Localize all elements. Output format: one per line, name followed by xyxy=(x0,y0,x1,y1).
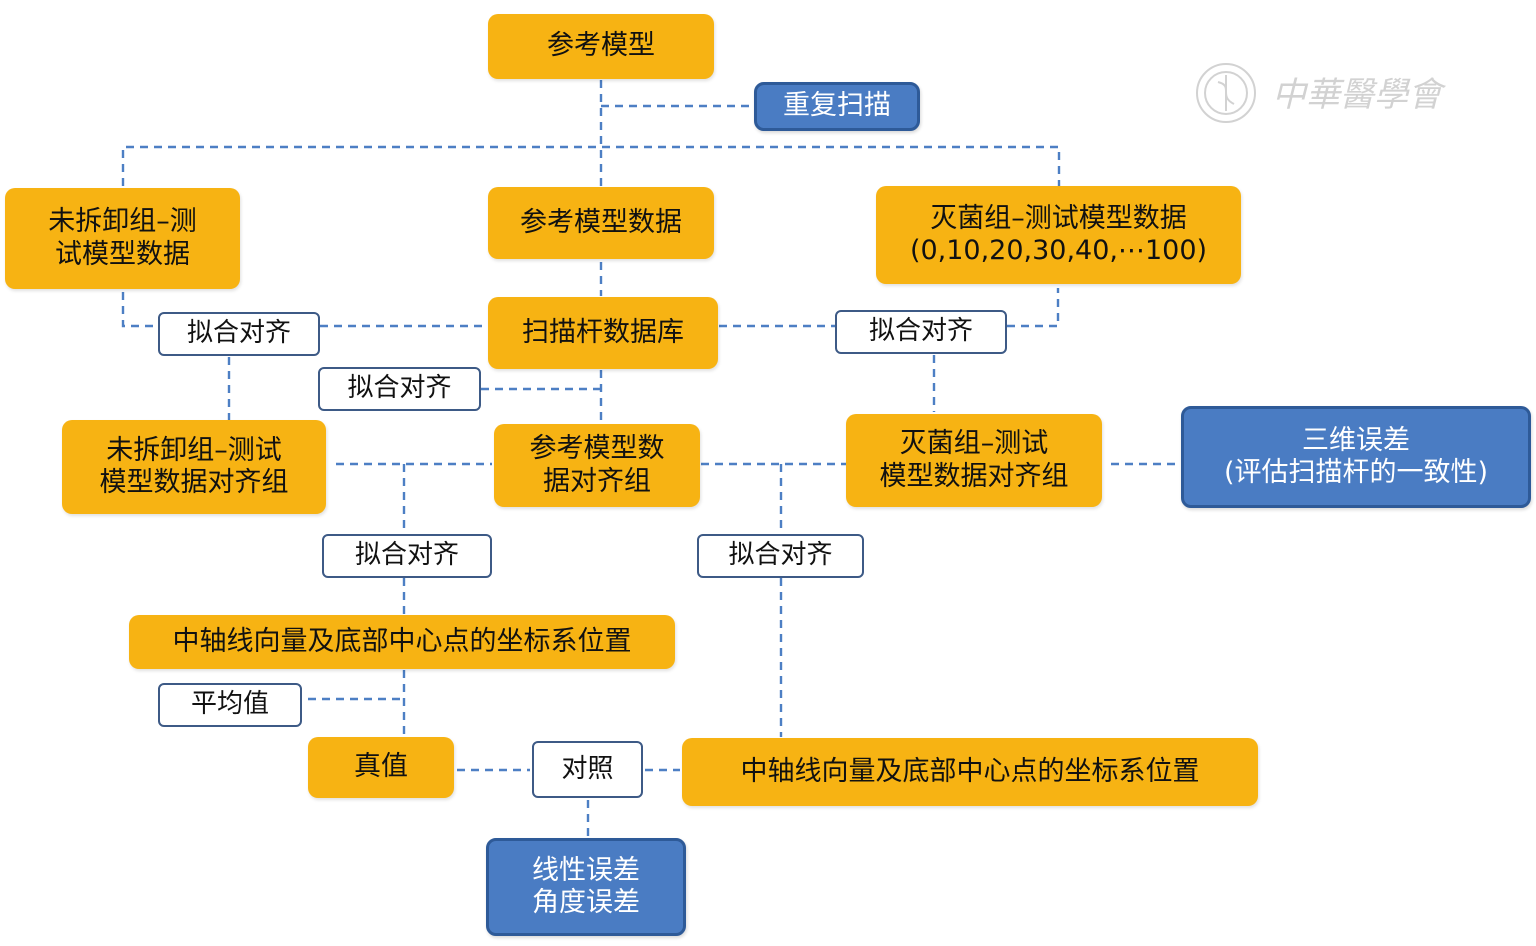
node-label: 拟合对齐 xyxy=(728,540,833,571)
node-label: 参考模型 xyxy=(547,30,655,62)
reference-model-node: 参考模型 xyxy=(488,14,714,79)
linear-angular-error-node: 线性误差 角度误差 xyxy=(486,838,686,936)
node-label-line-1: 未拆卸组–测 xyxy=(48,206,197,238)
fit-align-left-node: 拟合对齐 xyxy=(158,312,320,356)
fit-align-right-node: 拟合对齐 xyxy=(835,310,1007,354)
seal-logo-icon xyxy=(1196,63,1256,123)
node-label-line-2: (评估扫描杆的一致性) xyxy=(1223,457,1489,488)
sterilized-test-data-node: 灭菌组–测试模型数据 (0,10,20,30,40,⋯100) xyxy=(876,186,1241,284)
compare-node: 对照 xyxy=(532,741,643,798)
three-d-error-node: 三维误差 (评估扫描杆的一致性) xyxy=(1181,406,1531,508)
node-label-line-2: 角度误差 xyxy=(532,887,640,918)
node-label: 拟合对齐 xyxy=(868,316,973,347)
node-label: 扫描杆数据库 xyxy=(522,316,684,348)
watermark-logo: 中華醫學會 xyxy=(1196,63,1447,123)
node-label-line-1: 三维误差 xyxy=(1302,424,1410,456)
average-node: 平均值 xyxy=(158,683,302,727)
scan-body-library-node: 扫描杆数据库 xyxy=(488,297,718,369)
fit-align-lower-left-node: 拟合对齐 xyxy=(322,534,492,578)
reference-model-data-node: 参考模型数据 xyxy=(488,187,714,259)
true-value-node: 真值 xyxy=(308,737,454,798)
node-label: 重复扫描 xyxy=(783,90,891,122)
node-label-line-2: 模型数据对齐组 xyxy=(99,467,289,498)
node-label: 参考模型数据 xyxy=(520,206,682,238)
node-label: 真值 xyxy=(354,751,408,783)
node-label: 中轴线向量及底部中心点的坐标系位置 xyxy=(740,755,1200,787)
node-label-line-2: 模型数据对齐组 xyxy=(879,460,1069,492)
connector xyxy=(121,145,1061,186)
node-label: 拟合对齐 xyxy=(347,373,452,404)
untreated-test-data-node: 未拆卸组–测 试模型数据 xyxy=(5,188,240,289)
node-label: 平均值 xyxy=(190,689,269,720)
node-label-line-1: 灭菌组–测试模型数据 xyxy=(930,202,1187,234)
node-label-line-2: (0,10,20,30,40,⋯100) xyxy=(909,235,1208,266)
untreated-aligned-group-node: 未拆卸组–测试 模型数据对齐组 xyxy=(62,420,326,514)
fit-align-lower-right-node: 拟合对齐 xyxy=(697,534,864,578)
node-label-line-1: 线性误差 xyxy=(532,854,640,886)
sterilized-aligned-group-node: 灭菌组–测试 模型数据对齐组 xyxy=(846,414,1102,507)
connector xyxy=(1007,288,1060,328)
node-label-line-2: 试模型数据 xyxy=(55,238,190,270)
node-label: 对照 xyxy=(561,753,614,784)
reference-aligned-group-node: 参考模型数 据对齐组 xyxy=(494,424,700,507)
axis-position-left-node: 中轴线向量及底部中心点的坐标系位置 xyxy=(129,615,675,669)
connector xyxy=(121,292,158,328)
node-label: 中轴线向量及底部中心点的坐标系位置 xyxy=(172,625,632,657)
node-label-line-2: 据对齐组 xyxy=(543,465,651,497)
node-label-line-1: 参考模型数 xyxy=(529,433,665,465)
axis-position-right-node: 中轴线向量及底部中心点的坐标系位置 xyxy=(682,738,1258,806)
watermark-text: 中華醫學會 xyxy=(1272,75,1447,115)
fit-align-center-node: 拟合对齐 xyxy=(318,367,481,411)
node-label: 拟合对齐 xyxy=(354,540,459,571)
repeat-scan-node: 重复扫描 xyxy=(754,82,920,131)
node-label-line-1: 未拆卸组–测试 xyxy=(106,434,282,466)
node-label-line-1: 灭菌组–测试 xyxy=(899,428,1049,460)
node-label: 拟合对齐 xyxy=(186,318,291,349)
